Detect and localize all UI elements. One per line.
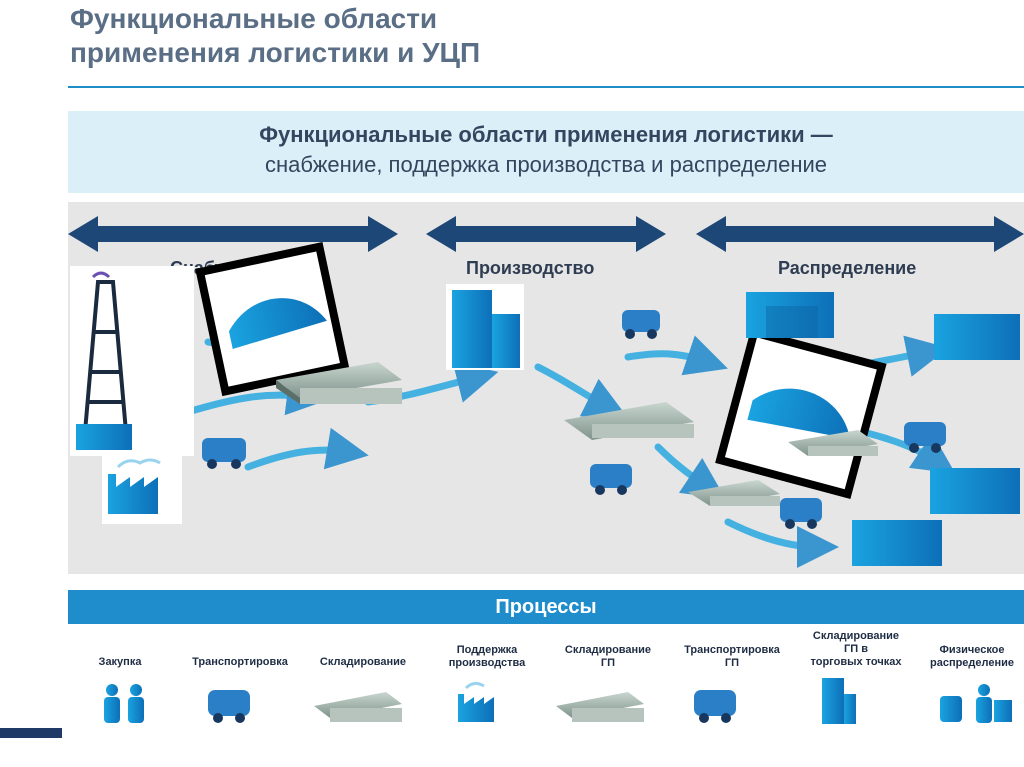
page-title-line2: применения логистики и УЦП — [70, 37, 481, 68]
stage-label-distribution: Распределение — [778, 258, 916, 278]
subtitle-line2: снабжение, поддержка производства и расп… — [264, 152, 828, 177]
truck-icon — [622, 310, 660, 339]
process-procurement: Закупка — [80, 630, 160, 669]
factory-icon — [458, 681, 494, 722]
process-production-support: Поддержка производства — [432, 630, 542, 670]
oil-derrick-icon — [70, 266, 194, 456]
title-divider — [68, 86, 1024, 88]
warehouse-icon — [688, 480, 780, 506]
process-physical-distribution: Физическое распределение — [920, 630, 1024, 670]
stage-arrow-supply — [68, 216, 398, 252]
process-icons — [104, 678, 1012, 724]
truck-icon — [694, 690, 736, 723]
process-transport: Транспортировка — [176, 630, 304, 669]
process-label: Поддержка производства — [448, 644, 526, 669]
stage-arrow-distribution — [696, 216, 1024, 252]
process-fg-warehousing: Складирование ГП — [550, 630, 666, 670]
process-retail-warehousing: Складирование ГП в торговых точках — [796, 630, 916, 669]
truck-icon — [202, 438, 246, 469]
warehouse-icon — [314, 692, 402, 722]
processes-header: Процессы — [68, 590, 1024, 624]
warehouse-icon — [788, 430, 878, 456]
building-icon — [446, 284, 524, 370]
process-label: Физическое распределение — [929, 644, 1015, 669]
process-label: Транспортировка — [192, 656, 288, 668]
logistics-diagram: Снабжение Производство Распределение — [68, 202, 1024, 574]
truck-icon — [904, 422, 946, 453]
subtitle-box: Функциональные области применения логист… — [68, 111, 1024, 193]
building-icon — [746, 292, 834, 338]
process-label: Закупка — [98, 656, 142, 668]
truck-icon — [590, 464, 632, 495]
truck-icon — [208, 690, 250, 723]
process-fg-transport: Транспортировка ГП — [668, 630, 796, 670]
building-icon — [852, 520, 942, 566]
building-icon — [930, 468, 1020, 514]
page-title: Функциональные области применения логист… — [70, 2, 970, 70]
process-label: Складирование ГП в торговых точках — [810, 630, 902, 668]
train-icon — [715, 327, 887, 500]
process-label: Складирование — [319, 656, 407, 668]
building-icon — [822, 678, 856, 724]
factory-icon — [102, 454, 182, 524]
process-label: Транспортировка ГП — [684, 644, 780, 669]
delivery-icon — [940, 684, 1012, 723]
people-icon — [104, 684, 144, 723]
stage-arrow-production — [426, 216, 666, 252]
subtitle-line1: Функциональные области применения логист… — [259, 122, 833, 147]
diagram-canvas: Снабжение Производство Распределение — [68, 216, 1024, 568]
stage-label-production: Производство — [466, 258, 594, 278]
corner-accent-bar — [0, 728, 62, 738]
warehouse-icon — [564, 402, 694, 440]
building-icon — [934, 314, 1020, 360]
warehouse-icon — [276, 362, 402, 404]
warehouse-icon — [556, 692, 644, 722]
process-label: Складирование ГП — [564, 644, 652, 669]
train-icon — [195, 241, 350, 397]
truck-icon — [780, 498, 822, 529]
process-warehousing: Складирование — [306, 630, 420, 669]
page-title-line1: Функциональные области — [70, 3, 438, 34]
